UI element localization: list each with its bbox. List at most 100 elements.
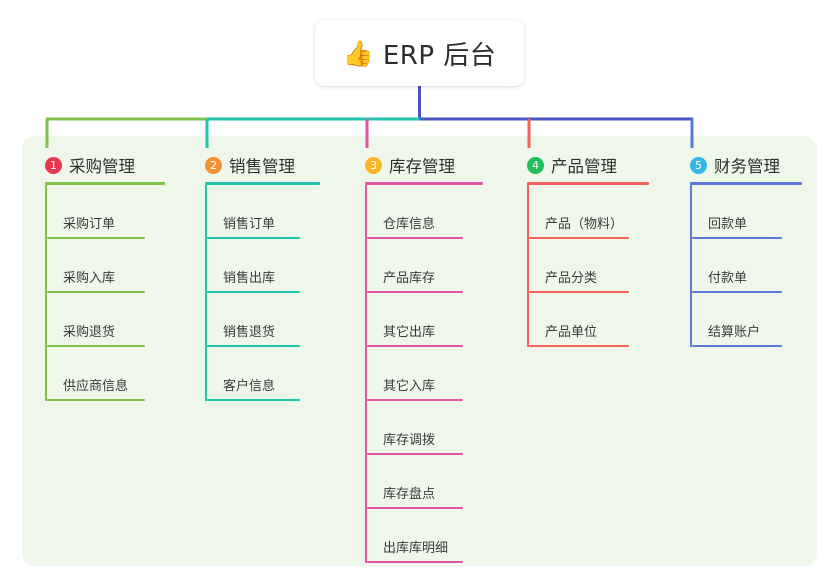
branch-item-label: 产品分类 — [545, 271, 598, 286]
branch-item[interactable]: 销售订单 — [205, 185, 320, 239]
branch-item[interactable]: 采购订单 — [45, 185, 165, 239]
branch-header-rule — [365, 182, 483, 185]
branch-item[interactable]: 出库库明细 — [365, 509, 483, 563]
branch-item-list: 回款单付款单结算账户 — [690, 185, 802, 347]
branch-item-rule — [692, 345, 782, 347]
branch-item[interactable]: 产品单位 — [527, 293, 649, 347]
branch-item-label: 产品（物料） — [545, 217, 624, 232]
branch-item[interactable]: 产品库存 — [365, 239, 483, 293]
branch-item-rule — [207, 291, 300, 293]
branch-title: 财务管理 — [714, 157, 780, 176]
branch-item-rule — [207, 399, 300, 401]
branch-item-list: 产品（物料） 产品分类产品单位 — [527, 185, 649, 347]
branch-number-badge: 5 — [690, 156, 707, 174]
root-node[interactable]: 👍 ERP 后台 — [315, 20, 524, 86]
branch-header-1[interactable]: 1 采购管理 — [45, 153, 165, 177]
branch-column-3: 3 库存管理仓库信息产品库存其它出库其它入库库存调拨库存盘点出库库明细 — [365, 153, 483, 563]
branch-item[interactable]: 其它入库 — [365, 347, 483, 401]
branch-item[interactable]: 销售退货 — [205, 293, 320, 347]
branch-item-label: 销售退货 — [223, 325, 276, 340]
branch-item[interactable]: 结算账户 — [690, 293, 802, 347]
branch-item-list: 销售订单销售出库销售退货客户信息 — [205, 185, 320, 401]
branch-header-rule — [690, 182, 802, 185]
branch-item-label: 出库库明细 — [383, 541, 449, 556]
branch-title: 销售管理 — [229, 157, 295, 176]
branch-item-rule — [47, 345, 145, 347]
branch-item-label: 回款单 — [708, 217, 748, 232]
branch-title: 库存管理 — [389, 157, 455, 176]
branch-item[interactable]: 采购退货 — [45, 293, 165, 347]
root-node-label: ERP 后台 — [382, 40, 497, 71]
branch-item-rule — [529, 291, 629, 293]
branch-header-2[interactable]: 2 销售管理 — [205, 153, 320, 177]
branch-item-label: 结算账户 — [708, 325, 761, 340]
branch-item-label: 库存盘点 — [383, 487, 436, 502]
branch-item-label: 付款单 — [708, 271, 748, 286]
branch-item[interactable]: 回款单 — [690, 185, 802, 239]
branch-item-rule — [367, 291, 463, 293]
branch-item[interactable]: 供应商信息 — [45, 347, 165, 401]
branch-item[interactable]: 库存调拨 — [365, 401, 483, 455]
branch-item-rule — [692, 237, 782, 239]
branch-item-rule — [367, 507, 463, 509]
branch-spine — [45, 185, 47, 401]
branches-panel — [22, 136, 817, 566]
branch-item-rule — [207, 345, 300, 347]
branch-item[interactable]: 其它出库 — [365, 293, 483, 347]
branch-spine — [527, 185, 529, 347]
branch-item-rule — [367, 561, 463, 563]
branch-item[interactable]: 销售出库 — [205, 239, 320, 293]
branch-item-rule — [207, 237, 300, 239]
branch-item-rule — [367, 399, 463, 401]
branch-item[interactable]: 产品分类 — [527, 239, 649, 293]
branch-item-label: 客户信息 — [223, 379, 276, 394]
branch-item-rule — [47, 399, 145, 401]
branch-item-list: 仓库信息产品库存其它出库其它入库库存调拨库存盘点出库库明细 — [365, 185, 483, 563]
branch-item[interactable]: 产品（物料） — [527, 185, 649, 239]
branch-number-badge: 1 — [45, 156, 62, 174]
branch-number-badge: 2 — [205, 156, 222, 174]
branch-item-label: 销售订单 — [223, 217, 276, 232]
branch-item-list: 采购订单采购入库采购退货供应商信息 — [45, 185, 165, 401]
branch-number-badge: 4 — [527, 156, 544, 174]
branch-item-rule — [692, 291, 782, 293]
branch-item-label: 其它出库 — [383, 325, 436, 340]
branch-item[interactable]: 库存盘点 — [365, 455, 483, 509]
branch-item-label: 仓库信息 — [383, 217, 436, 232]
branch-item-rule — [529, 237, 629, 239]
branch-item-label: 库存调拨 — [383, 433, 436, 448]
branch-item-label: 销售出库 — [223, 271, 276, 286]
branch-title: 采购管理 — [69, 157, 135, 176]
branch-column-5: 5 财务管理回款单付款单结算账户 — [690, 153, 802, 347]
branch-item-label: 采购入库 — [63, 271, 116, 286]
branch-header-rule — [45, 182, 165, 185]
branch-item-label: 供应商信息 — [63, 379, 129, 394]
branch-item-label: 其它入库 — [383, 379, 436, 394]
branch-header-3[interactable]: 3 库存管理 — [365, 153, 483, 177]
branch-item-label: 产品库存 — [383, 271, 436, 286]
branch-spine — [205, 185, 207, 401]
branch-item-rule — [367, 453, 463, 455]
branch-item[interactable]: 客户信息 — [205, 347, 320, 401]
branch-item-rule — [367, 345, 463, 347]
branch-item-rule — [47, 237, 145, 239]
branch-item-label: 采购退货 — [63, 325, 116, 340]
branch-header-rule — [205, 182, 320, 185]
branch-column-2: 2 销售管理销售订单销售出库销售退货客户信息 — [205, 153, 320, 401]
branch-spine — [690, 185, 692, 347]
branch-item-rule — [529, 345, 629, 347]
branch-header-rule — [527, 182, 649, 185]
branch-item[interactable]: 付款单 — [690, 239, 802, 293]
branch-item[interactable]: 采购入库 — [45, 239, 165, 293]
branch-number-badge: 3 — [365, 156, 382, 174]
thumbs-up-icon: 👍 — [342, 38, 374, 68]
branch-item-label: 采购订单 — [63, 217, 116, 232]
branch-spine — [365, 185, 367, 563]
branch-header-5[interactable]: 5 财务管理 — [690, 153, 802, 177]
branch-item-rule — [367, 237, 463, 239]
branch-item[interactable]: 仓库信息 — [365, 185, 483, 239]
branch-column-1: 1 采购管理采购订单采购入库采购退货供应商信息 — [45, 153, 165, 401]
